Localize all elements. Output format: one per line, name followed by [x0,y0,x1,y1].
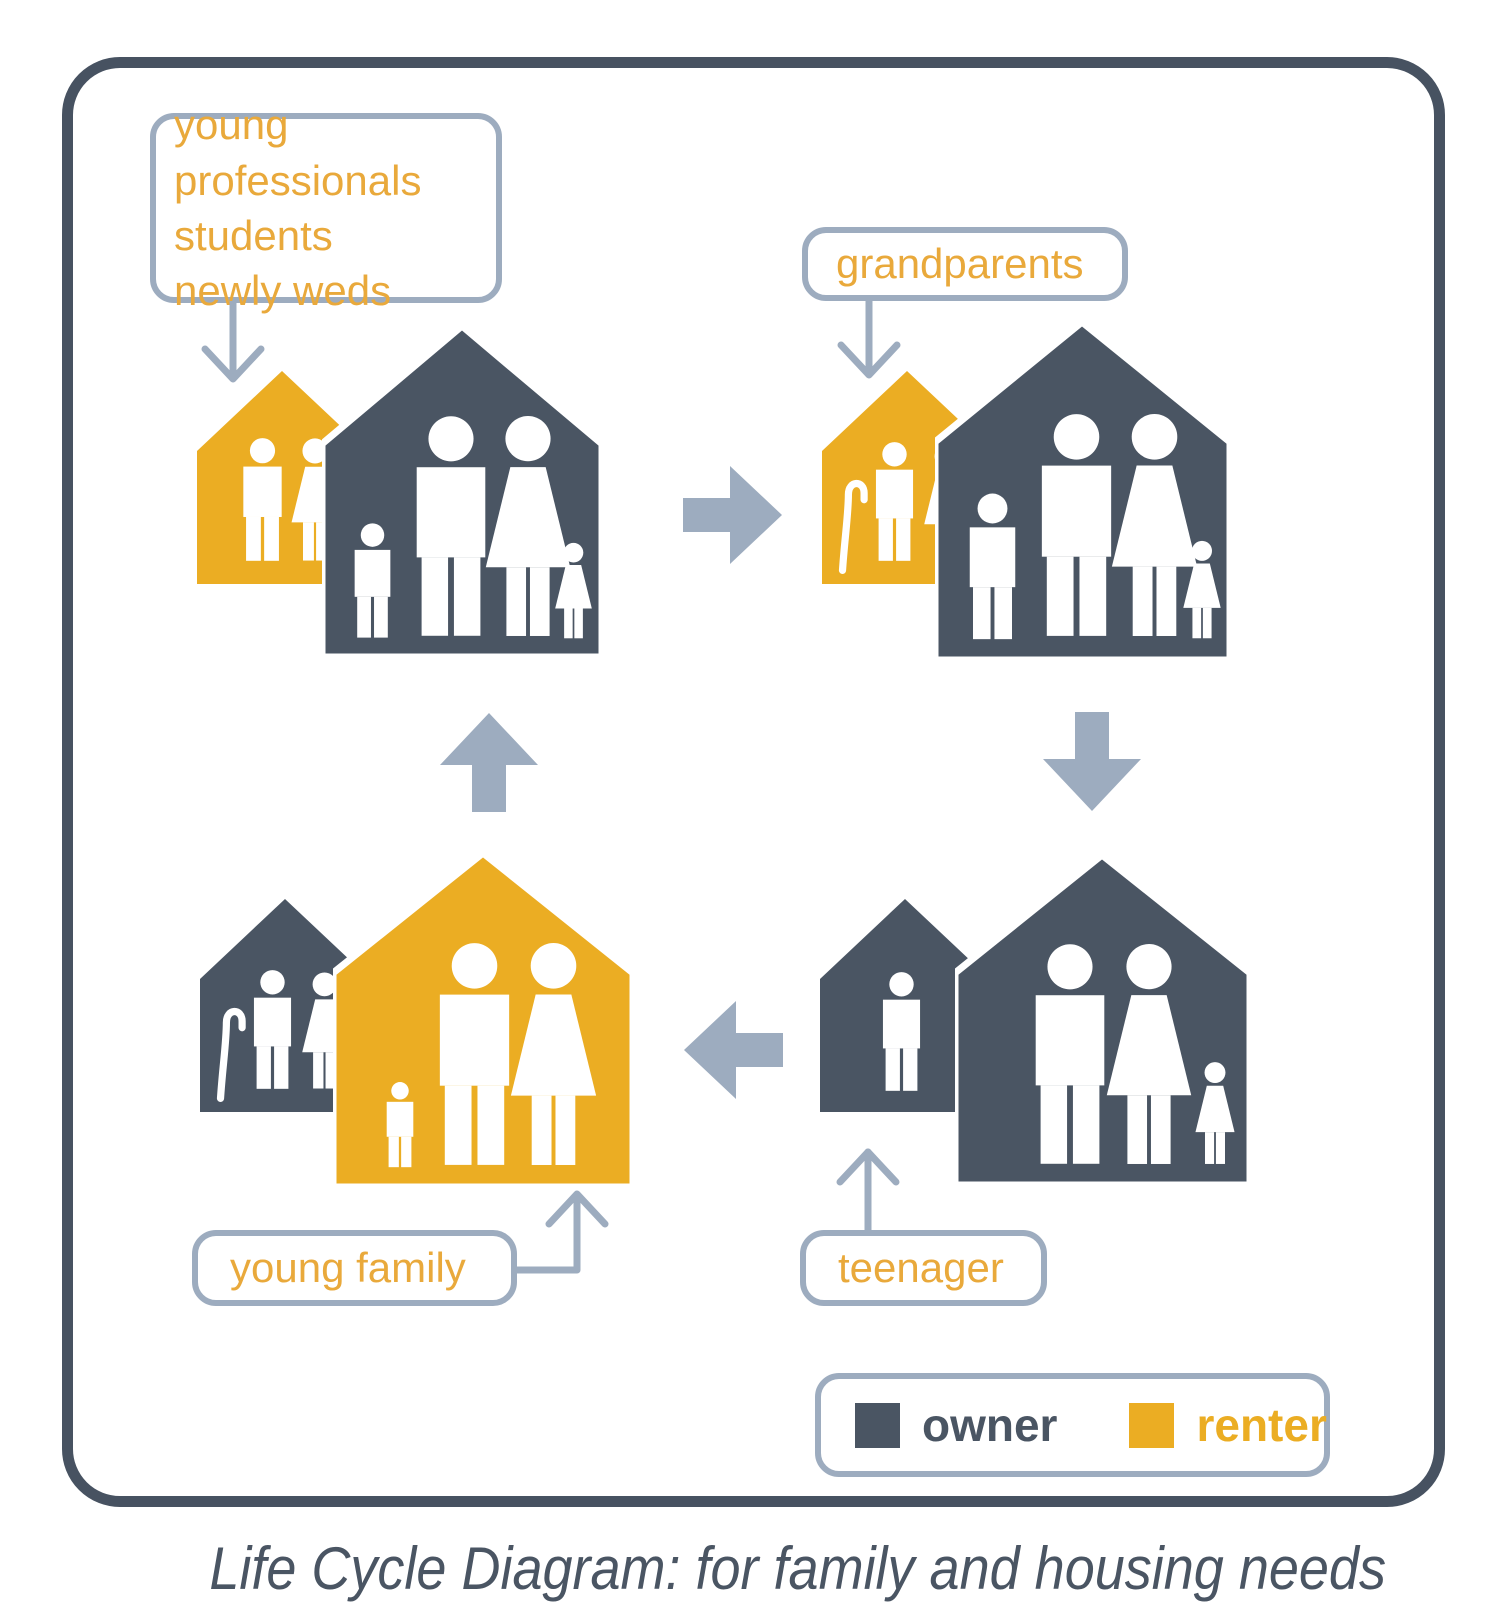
caption-text: Life Cycle Diagram: for family and housi… [209,1535,1386,1602]
owner-swatch-icon [855,1402,900,1448]
owner-small-house-icon [200,899,370,1112]
label-young-adults: young professionals students newly weds [150,101,502,314]
owner-house-icon [322,326,602,657]
label-grandparents: grandparents [802,227,1128,301]
label-line: students [174,212,333,259]
arrow-right-icon [683,466,782,564]
label-line: young family [230,1244,466,1292]
annotation-arrow-up-icon [836,1148,900,1232]
arrow-left-icon [684,1001,783,1099]
owner-small-house-icon [820,899,990,1112]
label-line: grandparents [836,240,1084,288]
owner-house-icon [955,855,1250,1185]
arrow-up-icon [440,713,538,812]
label-line: newly weds [174,267,392,315]
annotation-elbow-arrow-up-icon [515,1190,609,1274]
annotation-arrow-down-icon [837,299,901,379]
arrow-down-icon [1043,712,1141,811]
legend: owner renter [815,1373,1330,1477]
label-young-family: young family [192,1230,517,1306]
diagram-caption: Life Cycle Diagram: for family and housi… [90,1534,1505,1603]
legend-renter-label: renter [1196,1399,1327,1451]
owner-house-icon [935,322,1230,660]
renter-swatch-icon [1129,1402,1175,1448]
diagram-frame [62,57,1445,1507]
renter-house-icon [333,853,633,1187]
label-line: teenager [838,1244,1004,1292]
legend-owner-label: owner [922,1399,1058,1451]
label-line: young professionals [174,101,422,204]
label-teenager: teenager [800,1230,1047,1306]
annotation-arrow-down-icon [201,301,265,383]
